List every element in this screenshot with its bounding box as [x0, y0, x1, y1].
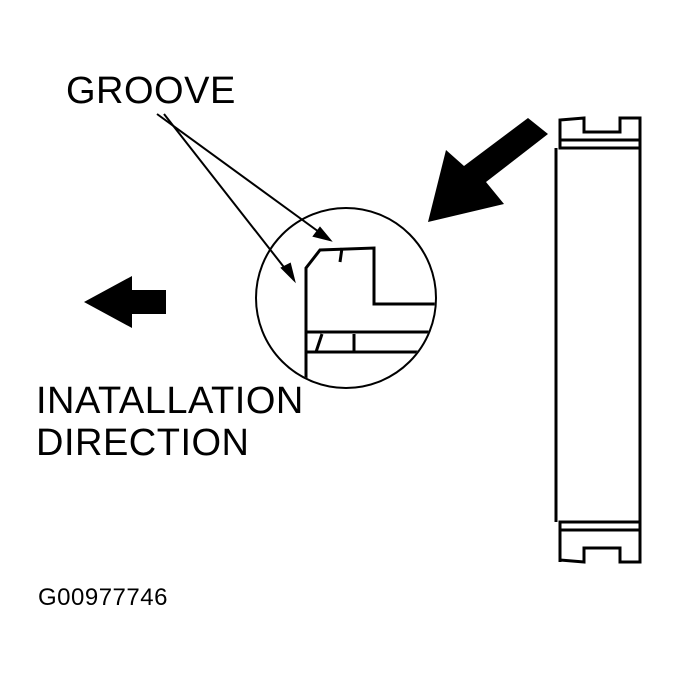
installation-direction-arrow-icon: [84, 276, 166, 328]
magnified-detail-circle: [255, 207, 437, 389]
direction-label-line2: DIRECTION: [36, 422, 250, 464]
groove-label: GROOVE: [66, 70, 236, 112]
direction-label-line1: INATALLATION: [36, 380, 304, 422]
seal-side-view: [554, 116, 642, 564]
installation-direction-label: INATALLATION DIRECTION: [36, 380, 304, 464]
groove-leader-lines: [156, 113, 333, 284]
figure-id: G00977746: [38, 584, 168, 611]
pointer-arrow-icon: [428, 118, 548, 222]
